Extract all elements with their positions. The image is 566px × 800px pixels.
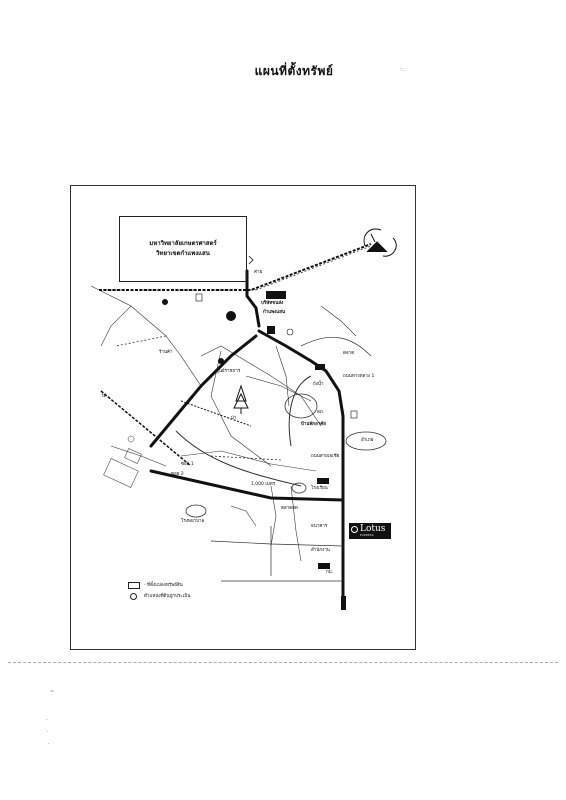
label-hospital: โรงพยาบาล xyxy=(181,519,205,524)
label-bus-station-sub: กำแพงแสน xyxy=(263,310,286,315)
lotus-mark-icon xyxy=(351,526,358,533)
label-distance: 1,000 เมตร xyxy=(251,482,276,487)
legend-circle-icon xyxy=(130,593,137,600)
scan-speck: · xyxy=(47,729,49,735)
label-police: สภ. xyxy=(317,410,325,415)
label-district-office: อำเภอ xyxy=(361,438,374,443)
scan-speck: ∵. xyxy=(400,67,405,73)
label-camp: ค่าย xyxy=(254,270,263,275)
label-bus-station: บริษัทขนส่ง xyxy=(261,301,284,306)
lotus-brand-sub: EXPRESS xyxy=(360,533,374,537)
scan-speck: ~ xyxy=(50,689,55,695)
lotus-store-logo: Lotus EXPRESS xyxy=(349,523,391,539)
label-health-center: ศูนย์ราชการ xyxy=(216,369,241,374)
label-forest: ป่า xyxy=(231,416,237,421)
label-km: กม. xyxy=(326,570,334,575)
map-roads-svg xyxy=(90,228,397,610)
institution-box: มหาวิทยาลัยเกษตรศาสตร์ วิทยาเขตกำแพงแสน xyxy=(119,216,247,282)
scan-speck: · xyxy=(46,717,48,723)
legend-item-property: - ที่ตั้งแปลงทรัพย์สิน xyxy=(144,583,183,588)
label-soi-1: ซอย 1 xyxy=(181,462,194,467)
label-market-area: ตลาดสด xyxy=(281,506,298,511)
scan-speck: · xyxy=(48,741,50,747)
location-map: มหาวิทยาลัยเกษตรศาสตร์ วิทยาเขตกำแพงแสน … xyxy=(70,185,416,650)
label-water-tank: ถังน้ำ xyxy=(313,382,324,387)
label-road-1: ถนนทางหลวง 1 xyxy=(343,374,375,379)
page-divider xyxy=(8,662,558,663)
institution-campus: วิทยาเขตกำแพงแสน xyxy=(156,250,210,257)
label-office: สำนักงาน xyxy=(311,548,330,553)
label-village: บ้านพักอาศัย xyxy=(301,422,326,427)
legend-rectangle-icon xyxy=(128,582,140,589)
label-market: ตลาด xyxy=(343,351,355,356)
label-temple: วัด xyxy=(101,394,107,399)
page-title: แผนที่ตั้งทรัพย์ xyxy=(254,64,334,78)
label-school: โรงเรียน xyxy=(311,486,328,491)
institution-name: มหาวิทยาลัยเกษตรศาสตร์ xyxy=(149,240,217,247)
label-road-2: ถนนสายเอเชีย xyxy=(311,454,340,459)
legend-item-appraised: ตำแหน่งที่ดินถูกประเมิน xyxy=(144,594,191,599)
label-soi-2: ซอย 2 xyxy=(171,472,184,477)
label-bank: ธนาคาร xyxy=(311,524,328,529)
label-shop: ร้านค้า xyxy=(159,350,173,355)
lotus-brand-name: Lotus xyxy=(360,524,386,534)
